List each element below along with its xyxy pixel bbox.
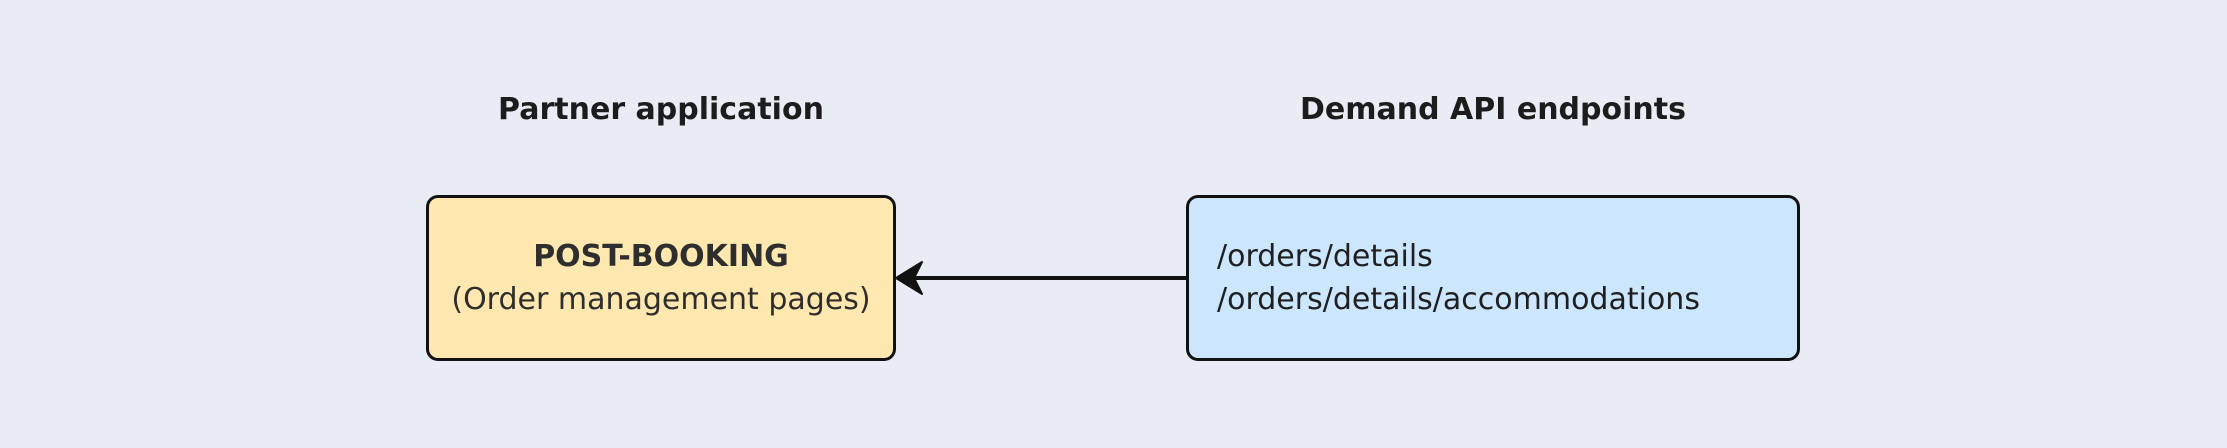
post-booking-title: POST-BOOKING [533, 239, 789, 274]
post-booking-box: POST-BOOKING (Order management pages) [426, 195, 896, 361]
post-booking-subtitle: (Order management pages) [451, 282, 871, 317]
arrowhead-icon [895, 261, 923, 295]
endpoints-box: /orders/details /orders/details/accommod… [1186, 195, 1800, 361]
partner-application-heading: Partner application [498, 92, 824, 127]
endpoint-orders-details-accommodations: /orders/details/accommodations [1217, 282, 1700, 317]
demand-api-endpoints-heading: Demand API endpoints [1300, 92, 1686, 127]
endpoint-orders-details: /orders/details [1217, 239, 1433, 274]
